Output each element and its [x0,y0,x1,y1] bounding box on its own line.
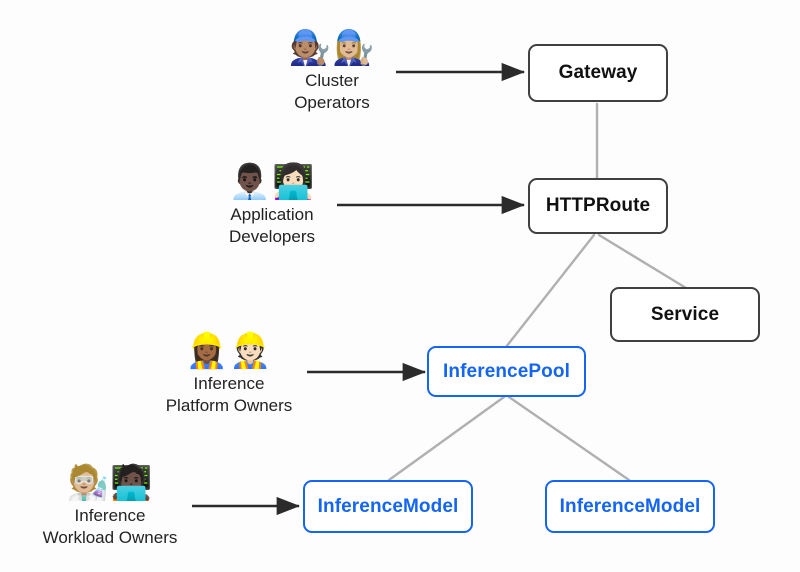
node-inference-model-left-label: InferenceModel [317,495,459,517]
cluster-operators-line2: Operators [294,93,370,112]
persona-cluster-operators: 🧑🏽‍🔧👩🏼‍🔧 Cluster Operators [272,28,392,114]
persona-inference-platform-owners: 👷🏾‍♀️👷🏻 Inference Platform Owners [151,331,307,417]
inference-platform-owners-line1: Inference [193,374,265,393]
node-inference-model-right-label: InferenceModel [559,495,701,517]
node-httproute-label: HTTPRoute [545,195,651,216]
edge-inference-pool-to-inference-model-left [387,395,506,482]
node-gateway-label: Gateway [558,62,638,83]
node-gateway[interactable]: Gateway [528,44,668,102]
inference-platform-owners-icon: 👷🏾‍♀️👷🏻 [185,332,273,370]
persona-inference-workload-owners-label: Inference Workload Owners [43,505,178,549]
node-inference-model-left[interactable]: InferenceModel [303,480,473,533]
application-developers-line1: Application [230,205,314,224]
application-developers-icon: 👨🏿‍💼👩🏻‍💻 [228,163,316,201]
node-service-label: Service [650,303,720,325]
edge-httproute-to-service [597,233,688,290]
persona-cluster-operators-label: Cluster Operators [294,70,370,114]
persona-application-developers-label: Application Developers [229,204,315,248]
cluster-operators-line1: Cluster [305,71,359,90]
persona-application-developers: 👨🏿‍💼👩🏻‍💻 Application Developers [207,162,337,248]
inference-workload-owners-line2: Workload Owners [42,528,178,547]
node-service[interactable]: Service [610,287,760,342]
edge-inference-pool-to-inference-model-right [507,395,631,482]
node-inference-model-right[interactable]: InferenceModel [545,480,715,533]
inference-workload-owners-icon: 🧑🏼‍🔬🧑🏿‍💻 [66,464,154,502]
node-inference-pool-label: InferencePool [443,360,570,382]
cluster-operators-icon: 🧑🏽‍🔧👩🏼‍🔧 [288,29,376,67]
inference-platform-owners-line2: Platform Owners [165,396,293,415]
node-httproute[interactable]: HTTPRoute [528,178,668,234]
persona-inference-platform-owners-label: Inference Platform Owners [166,373,293,417]
node-inference-pool[interactable]: InferencePool [427,346,586,397]
application-developers-line2: Developers [229,227,315,246]
edge-httproute-to-inference-pool [504,233,596,349]
inference-workload-owners-line1: Inference [74,506,146,525]
persona-inference-workload-owners: 🧑🏼‍🔬🧑🏿‍💻 Inference Workload Owners [30,463,190,549]
